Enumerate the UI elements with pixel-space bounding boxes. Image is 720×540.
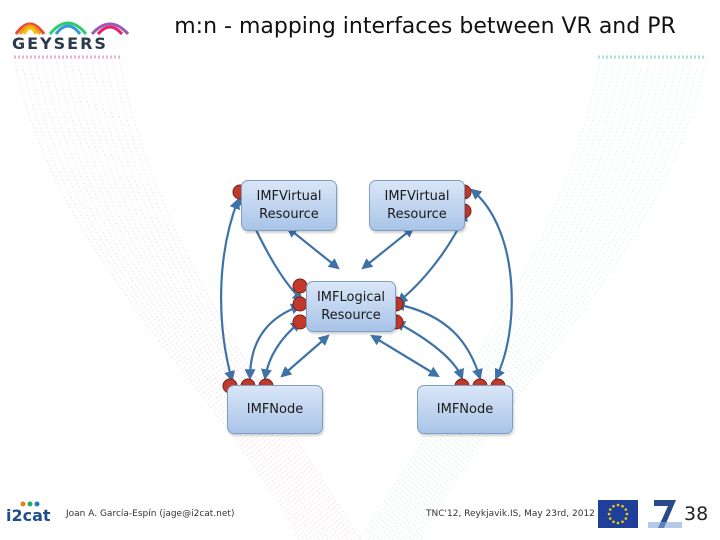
edge-virtual1-node1-loop bbox=[221, 200, 238, 380]
footer-author: Joan A. García-Espín (jage@i2cat.net) bbox=[66, 509, 234, 519]
virtual-resource-2-line1: IMFVirtual bbox=[384, 188, 449, 206]
eu-star bbox=[625, 517, 628, 520]
eu-star bbox=[617, 522, 620, 525]
edge-virtual2-logical bbox=[363, 228, 413, 268]
edge-logical-node1-loop-b bbox=[265, 322, 300, 378]
logical-resource-line1: IMFLogical bbox=[317, 289, 385, 307]
eu-star bbox=[621, 505, 624, 508]
port-logical-left-3 bbox=[293, 315, 307, 329]
edge-virtual2-node2-loop bbox=[472, 190, 512, 378]
port-logical-left-2 bbox=[293, 297, 307, 311]
edge-logical-node1 bbox=[282, 336, 328, 376]
eu-star bbox=[621, 521, 624, 524]
fp7-logo-icon bbox=[648, 498, 682, 530]
footer-event: TNC'12, Reykjavik.IS, May 23rd, 2012 bbox=[426, 509, 595, 519]
eu-star bbox=[612, 505, 615, 508]
port-logical-left-1 bbox=[293, 279, 307, 293]
eu-star bbox=[626, 513, 629, 516]
eu-flag-icon bbox=[598, 500, 638, 528]
node-box-1: IMFNode bbox=[227, 385, 323, 434]
virtual-resource-1-line2: Resource bbox=[256, 206, 321, 224]
eu-star bbox=[625, 508, 628, 511]
page-number: 38 bbox=[684, 503, 708, 525]
i2cat-logo: i2cat bbox=[6, 500, 58, 530]
eu-star bbox=[617, 504, 620, 507]
node-box-2: IMFNode bbox=[417, 385, 513, 434]
logical-resource-line2: Resource bbox=[317, 307, 385, 325]
eu-star bbox=[609, 508, 612, 511]
node-1-label: IMFNode bbox=[247, 401, 303, 419]
edge-logical-node2-loop-a bbox=[396, 304, 480, 378]
node-2-label: IMFNode bbox=[437, 401, 493, 419]
eu-star bbox=[609, 517, 612, 520]
eu-star bbox=[612, 521, 615, 524]
virtual-resource-2-line2: Resource bbox=[384, 206, 449, 224]
virtual-resource-1-line1: IMFVirtual bbox=[256, 188, 321, 206]
edge-virtual1-logical bbox=[288, 228, 338, 268]
i2cat-wordmark: i2cat bbox=[6, 506, 51, 525]
eu-star bbox=[608, 513, 611, 516]
